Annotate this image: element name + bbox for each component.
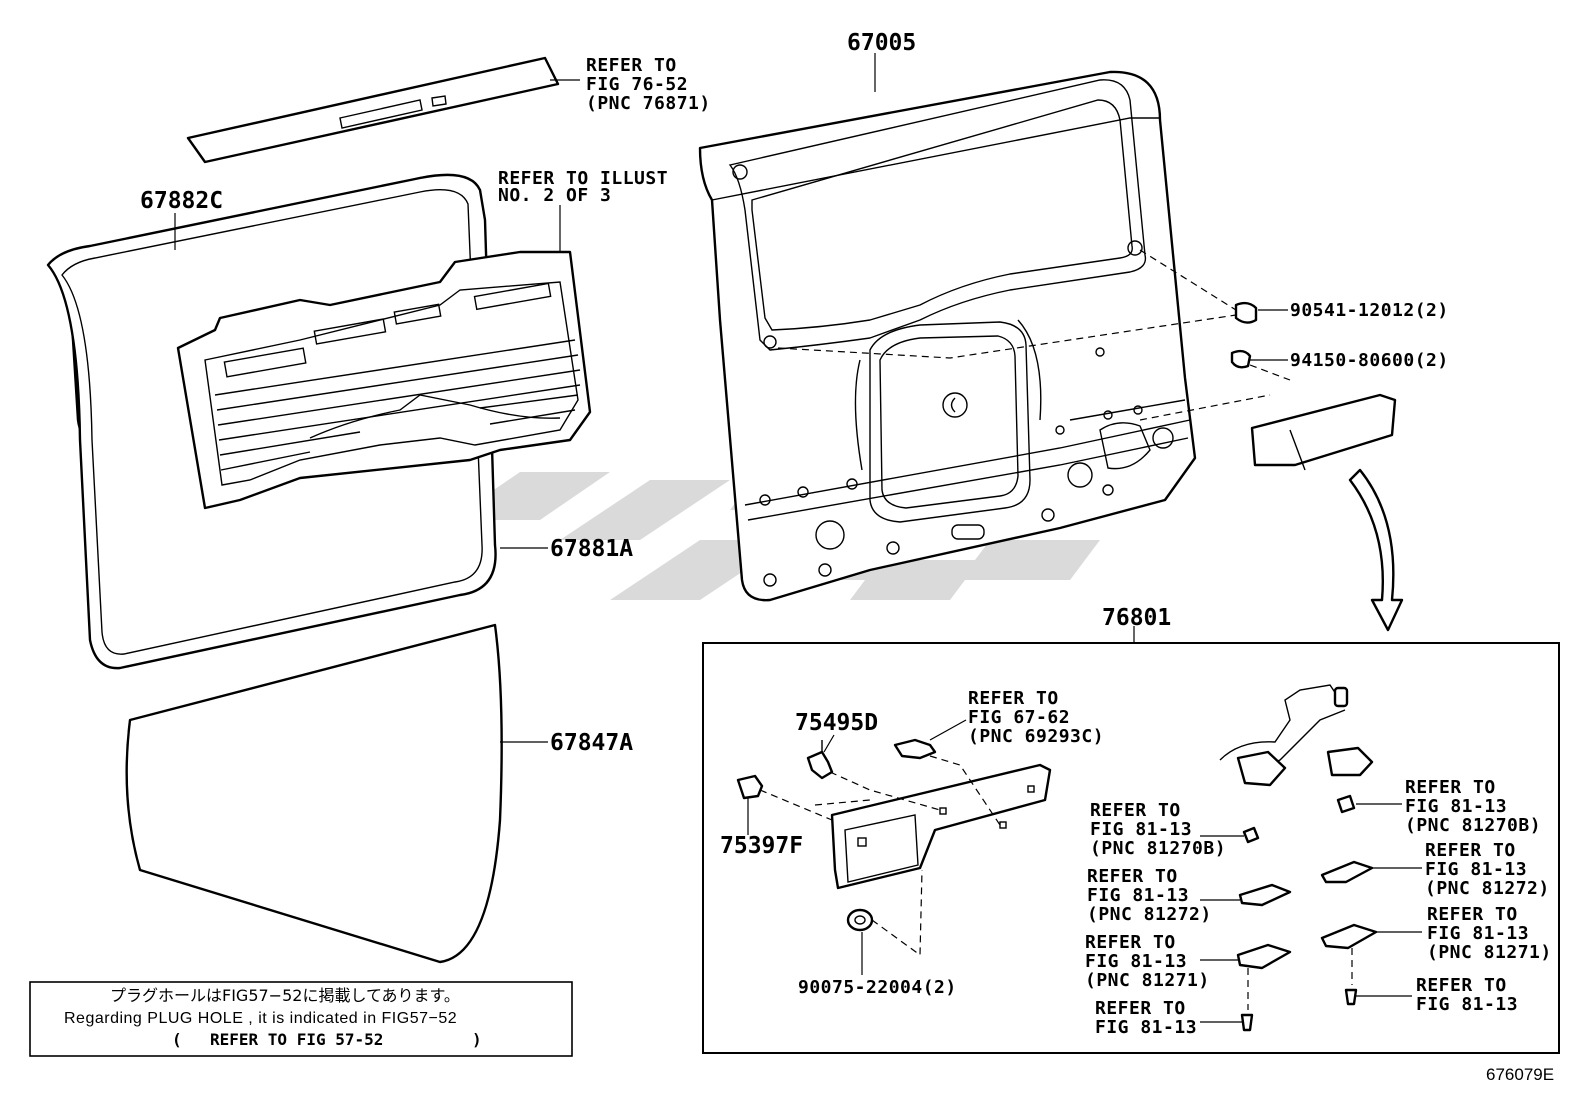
hole-plug-icon bbox=[846, 908, 874, 932]
svg-text:FIG 81-13: FIG 81-13 bbox=[1427, 923, 1529, 944]
note-close-paren: ) bbox=[472, 1030, 482, 1049]
svg-text:FIG 81-13: FIG 81-13 bbox=[1087, 885, 1189, 906]
upper-garnish-strip bbox=[186, 56, 560, 164]
part-label-75397f: 75397F bbox=[720, 833, 803, 859]
svg-text:FIG 81-13: FIG 81-13 bbox=[1425, 859, 1527, 880]
clip-icon bbox=[1230, 349, 1252, 369]
svg-text:REFER TO: REFER TO bbox=[968, 688, 1059, 709]
svg-text:FIG 81-13: FIG 81-13 bbox=[1095, 1017, 1197, 1038]
housing-left-icon bbox=[1236, 943, 1292, 1010]
svg-text:FIG 81-13: FIG 81-13 bbox=[1090, 819, 1192, 840]
housing-right-icon bbox=[1320, 923, 1378, 985]
alignment-lines-door bbox=[777, 249, 1291, 421]
svg-text:(PNC 81270B): (PNC 81270B) bbox=[1405, 815, 1541, 836]
svg-text:REFER TO: REFER TO bbox=[586, 55, 677, 76]
ref-bulb-left: REFER TO FIG 81-13 (PNC 81270B) bbox=[1090, 800, 1226, 859]
note-english: Regarding PLUG HOLE , it is indicated in… bbox=[64, 1010, 457, 1027]
svg-text:REFER TO ILLUST: REFER TO ILLUST bbox=[498, 168, 668, 189]
svg-text:REFER TO: REFER TO bbox=[1090, 800, 1181, 821]
service-hole-cover bbox=[125, 623, 503, 964]
svg-text:(PNC 76871): (PNC 76871) bbox=[586, 93, 711, 114]
screw-right-icon bbox=[1344, 988, 1358, 1006]
part-label-67847a: 67847A bbox=[550, 730, 633, 756]
svg-text:NO. 2 OF 3: NO. 2 OF 3 bbox=[498, 185, 611, 206]
svg-text:(PNC 81272): (PNC 81272) bbox=[1425, 878, 1550, 899]
note-japanese: プラグホールはFIG57−52に掲載してあります。 bbox=[110, 986, 460, 1005]
note-open-paren: ( bbox=[172, 1030, 182, 1049]
license-lamp-harness bbox=[1219, 684, 1374, 787]
part-label-94150: 94150-80600(2) bbox=[1290, 350, 1449, 371]
svg-text:(PNC 81272): (PNC 81272) bbox=[1087, 904, 1212, 925]
part-label-90541: 90541-12012(2) bbox=[1290, 300, 1449, 321]
clip-75495d-icon bbox=[806, 740, 834, 780]
svg-text:REFER TO: REFER TO bbox=[1416, 975, 1507, 996]
svg-text:FIG 81-13: FIG 81-13 bbox=[1416, 994, 1518, 1015]
figure-id: 676079E bbox=[1486, 1065, 1554, 1084]
ref-housing-right: REFER TO FIG 81-13 (PNC 81271) bbox=[1427, 904, 1552, 963]
svg-text:REFER TO: REFER TO bbox=[1425, 840, 1516, 861]
part-label-67881a: 67881A bbox=[550, 536, 633, 562]
svg-text:FIG 76-52: FIG 76-52 bbox=[586, 74, 688, 95]
part-label-75495d: 75495D bbox=[795, 710, 878, 736]
bulb-right-icon bbox=[1336, 794, 1356, 814]
ref-garnish: REFER TO FIG 76-52 (PNC 76871) bbox=[586, 55, 711, 114]
ref-glass: REFER TO ILLUST NO. 2 OF 3 bbox=[498, 168, 668, 206]
ref-sensor: REFER TO FIG 67-62 (PNC 69293C) bbox=[968, 688, 1104, 747]
leader-lines bbox=[174, 53, 1422, 1023]
bulb-left-icon bbox=[1242, 826, 1260, 844]
ref-screw-left: REFER TO FIG 81-13 bbox=[1095, 998, 1197, 1038]
part-label-90075: 90075-22004(2) bbox=[798, 977, 957, 998]
svg-text:FIG 81-13: FIG 81-13 bbox=[1085, 951, 1187, 972]
part-label-76801: 76801 bbox=[1102, 605, 1171, 631]
svg-text:REFER TO: REFER TO bbox=[1087, 866, 1178, 887]
part-label-67005: 67005 bbox=[847, 30, 916, 56]
lens-right-icon bbox=[1320, 860, 1374, 884]
part-label-67882c: 67882C bbox=[140, 188, 223, 214]
license-garnish-exploded bbox=[1250, 393, 1397, 471]
svg-text:(PNC 81271): (PNC 81271) bbox=[1427, 942, 1552, 963]
svg-text:FIG 81-13: FIG 81-13 bbox=[1405, 796, 1507, 817]
plug-hole-note: プラグホールはFIG57−52に掲載してあります。 Regarding PLUG… bbox=[29, 981, 573, 1057]
svg-text:FIG 67-62: FIG 67-62 bbox=[968, 707, 1070, 728]
sensor-icon bbox=[893, 738, 937, 760]
clip-75397f-icon bbox=[736, 774, 764, 800]
back-door-panel bbox=[698, 70, 1197, 602]
svg-text:REFER TO: REFER TO bbox=[1405, 777, 1496, 798]
screw-left-icon bbox=[1240, 1013, 1254, 1032]
ref-lens-left: REFER TO FIG 81-13 (PNC 81272) bbox=[1087, 866, 1212, 925]
note-refer: REFER TO FIG 57-52 bbox=[210, 1030, 383, 1049]
ref-screw-right: REFER TO FIG 81-13 bbox=[1416, 975, 1518, 1015]
svg-text:REFER TO: REFER TO bbox=[1095, 998, 1186, 1019]
svg-text:REFER TO: REFER TO bbox=[1427, 904, 1518, 925]
svg-text:(PNC 69293C): (PNC 69293C) bbox=[968, 726, 1104, 747]
ref-bulb-right: REFER TO FIG 81-13 (PNC 81270B) bbox=[1405, 777, 1541, 836]
ref-housing-left: REFER TO FIG 81-13 (PNC 81271) bbox=[1085, 932, 1210, 991]
license-garnish bbox=[830, 763, 1052, 890]
alignment-lines-garnish bbox=[759, 755, 1003, 957]
lens-left-icon bbox=[1238, 883, 1292, 907]
svg-text:REFER TO: REFER TO bbox=[1085, 932, 1176, 953]
ref-lens-right: REFER TO FIG 81-13 (PNC 81272) bbox=[1425, 840, 1550, 899]
nut-icon bbox=[1234, 301, 1258, 324]
svg-text:(PNC 81270B): (PNC 81270B) bbox=[1090, 838, 1226, 859]
assembly-frame bbox=[702, 642, 1560, 1054]
rear-glass bbox=[176, 250, 592, 510]
curved-arrow-icon bbox=[1348, 468, 1404, 632]
svg-text:(PNC 81271): (PNC 81271) bbox=[1085, 970, 1210, 991]
